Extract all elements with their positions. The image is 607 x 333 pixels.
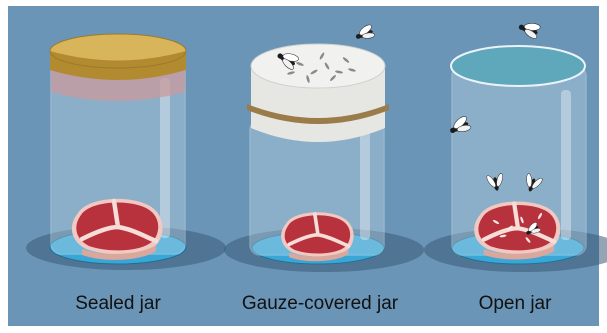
meat-sample xyxy=(281,212,354,261)
open-jar xyxy=(424,17,607,272)
gauze-covered-jar-label: Gauze-covered jar xyxy=(225,291,415,317)
gauze-top xyxy=(251,44,385,88)
meat-sample xyxy=(72,199,163,260)
fly-icon xyxy=(516,17,542,41)
open-jar-label: Open jar xyxy=(445,291,585,317)
meat-sample xyxy=(474,201,560,259)
fly-icon xyxy=(353,22,376,43)
open-rim xyxy=(451,46,585,86)
gauze-covered-jar xyxy=(224,22,424,272)
sealed-jar-label: Sealed jar xyxy=(43,291,193,317)
sealed-jar xyxy=(26,34,226,270)
